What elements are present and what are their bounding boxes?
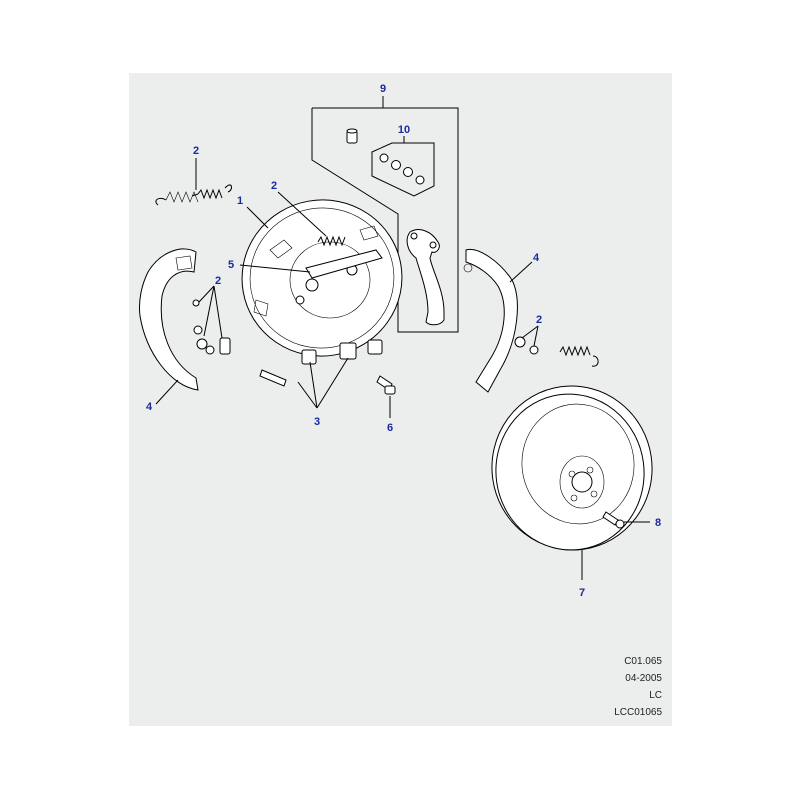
callout-9: 9 bbox=[380, 83, 386, 95]
reference-date: 04-2005 bbox=[625, 673, 662, 684]
callout-8: 8 bbox=[655, 517, 661, 529]
drum-retaining-screw bbox=[602, 511, 650, 529]
reference-code: C01.065 bbox=[624, 656, 662, 667]
brake-drum bbox=[491, 385, 653, 580]
reference-illustration-id: LCC01065 bbox=[614, 707, 662, 718]
callout-2-backplate: 2 bbox=[271, 180, 277, 192]
kit-9-frame bbox=[311, 96, 459, 333]
kit-10-frame bbox=[371, 136, 435, 197]
brake-shoe-left bbox=[139, 248, 231, 405]
handbrake-lever bbox=[406, 229, 445, 326]
callout-4-left: 4 bbox=[146, 401, 153, 413]
return-spring-right bbox=[514, 325, 599, 367]
brake-shoe-right bbox=[463, 248, 533, 393]
adjuster-strut bbox=[239, 249, 383, 279]
return-spring-top-left bbox=[155, 158, 233, 206]
callout-2-left-shoe: 2 bbox=[215, 275, 221, 287]
callout-5: 5 bbox=[228, 259, 234, 271]
reference-model: LC bbox=[649, 690, 662, 701]
backplate bbox=[241, 191, 403, 357]
callout-1: 1 bbox=[237, 195, 243, 207]
callout-7: 7 bbox=[579, 587, 585, 599]
adjuster-pin bbox=[346, 128, 358, 144]
wheel-cylinder-clips bbox=[259, 339, 383, 409]
callout-4-right: 4 bbox=[533, 252, 540, 264]
callout-2-top-left: 2 bbox=[193, 145, 199, 157]
callout-3: 3 bbox=[314, 416, 320, 428]
callout-10: 10 bbox=[398, 124, 410, 136]
bleed-bolt bbox=[376, 375, 396, 418]
callout-2-right: 2 bbox=[536, 314, 542, 326]
callout-6: 6 bbox=[387, 422, 393, 434]
